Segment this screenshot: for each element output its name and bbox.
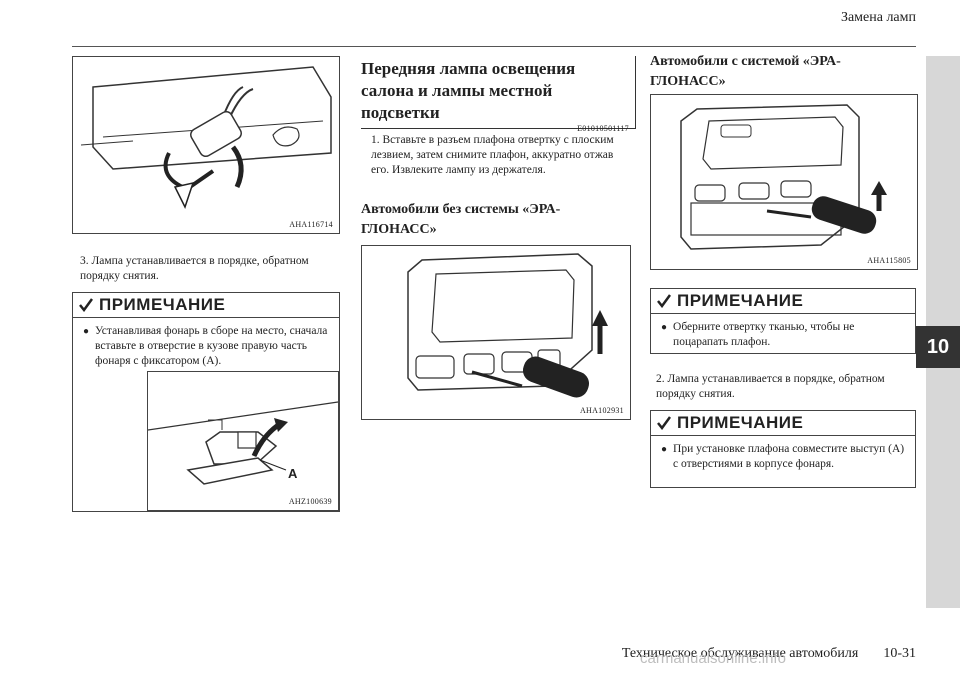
step-1-text: 1. Вставьте в разъем плафона отвертку с … bbox=[371, 134, 614, 176]
dome-lamp-drawing bbox=[407, 253, 608, 398]
note-text: Оберните отвертку тканью, чтобы не поцар… bbox=[673, 321, 855, 348]
note-title: ПРИМЕЧАНИЕ bbox=[677, 291, 804, 310]
dome-lamp-glonass-drawing bbox=[680, 104, 887, 250]
figure-dome-lamp-with-glonass: AHA115805 bbox=[650, 94, 918, 270]
note-check-icon bbox=[79, 298, 93, 312]
note-check-icon bbox=[657, 416, 671, 430]
note-text: Устанавливая фонарь в сборе на место, сн… bbox=[95, 325, 328, 367]
figure-lamp-install: A AHZ100639 bbox=[147, 371, 339, 511]
note-check-icon bbox=[657, 294, 671, 308]
note-text: При установке плафона совместите выступ … bbox=[673, 443, 905, 470]
footer-section: Техническое обслуживание автомобиля bbox=[621, 646, 859, 661]
lamp-removal-drawing bbox=[80, 66, 332, 209]
page-header-title: Замена ламп bbox=[840, 10, 916, 25]
watermark: carmanualsonline.info bbox=[640, 650, 786, 667]
step-3-text: 3. Лампа устанавливается в порядке, обра… bbox=[80, 255, 309, 282]
figure-code: AHA116714 bbox=[289, 220, 333, 229]
note-box-3: ПРИМЕЧАНИЕ ● При установке плафона совме… bbox=[650, 410, 916, 488]
figure-label-a: A bbox=[288, 466, 298, 481]
figure-dome-lamp-without-glonass: AHA102931 bbox=[361, 245, 631, 420]
page-footer: Техническое обслуживание автомобиля 10-3… bbox=[622, 646, 916, 662]
figure-code: AHZ100639 bbox=[288, 497, 332, 506]
section-code: E01010501117 bbox=[577, 124, 629, 133]
note-box-2: ПРИМЕЧАНИЕ ● Оберните отвертку тканью, ч… bbox=[650, 288, 916, 354]
chapter-tab: 10 bbox=[916, 326, 960, 368]
figure-code: AHA115805 bbox=[867, 256, 911, 265]
bullet-icon: ● bbox=[661, 322, 668, 333]
bullet-icon: ● bbox=[83, 326, 90, 337]
note-title: ПРИМЕЧАНИЕ bbox=[677, 413, 804, 432]
section-heading: Передняя лампа освещения салона и лампы … bbox=[361, 56, 636, 129]
bullet-icon: ● bbox=[661, 444, 668, 455]
note-title: ПРИМЕЧАНИЕ bbox=[99, 295, 226, 314]
header-divider bbox=[72, 46, 916, 47]
figure-lamp-removal: AHA116714 bbox=[72, 56, 340, 234]
subheading-with-glonass: Автомобили с системой «ЭРА-ГЛОНАСС» bbox=[650, 54, 841, 89]
page-number: 10-31 bbox=[883, 646, 916, 661]
lamp-install-drawing: A bbox=[148, 401, 338, 485]
figure-code: AHA102931 bbox=[579, 406, 624, 415]
step-2-text: 2. Лампа устанавливается в порядке, обра… bbox=[656, 373, 885, 400]
note-box-1: ПРИМЕЧАНИЕ ● Устанавливая фонарь в сборе… bbox=[72, 292, 340, 512]
subheading-without-glonass: Автомобили без системы «ЭРА-ГЛОНАСС» bbox=[361, 202, 561, 237]
